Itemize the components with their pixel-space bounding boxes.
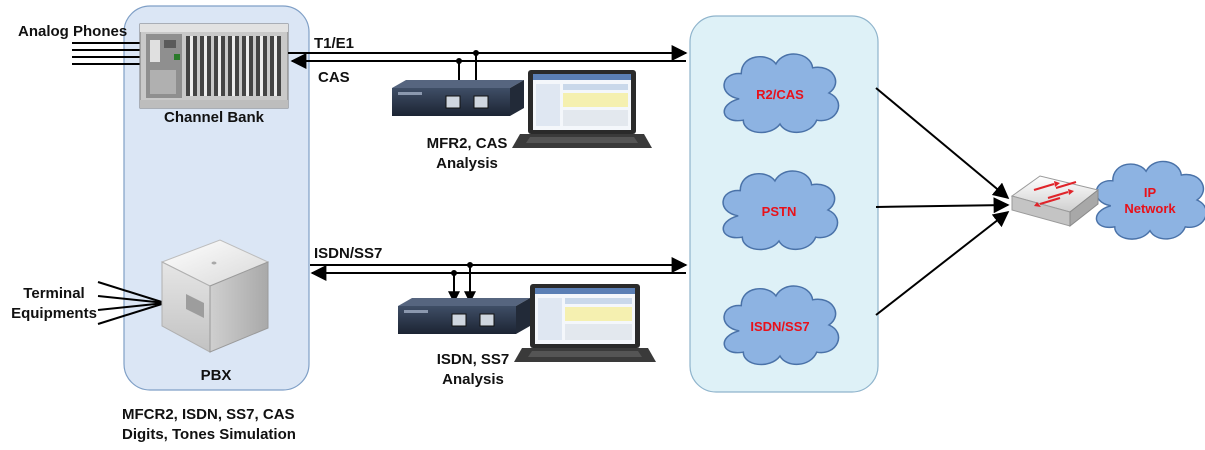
pstn-cloud [722, 170, 839, 251]
analyzer-device-icon [398, 298, 530, 334]
pbx-label: PBX [200, 367, 232, 384]
mfr2-analysis-label-line1: MFR2, CAS [426, 135, 508, 152]
analog-phone-lines [72, 42, 150, 65]
isdn-ss7-link-label: ISDN/SS7 [314, 245, 383, 262]
r2cas-to-switch-arrow [875, 87, 1010, 200]
laptop-icon [514, 284, 656, 362]
terminal-label-line2: Equipments [11, 305, 97, 322]
pbx-icon [160, 239, 270, 353]
cas-label: CAS [318, 69, 350, 86]
isdn-ss7-cloud [723, 285, 840, 366]
pstn-cloud-label: PSTN [761, 204, 797, 219]
r2cas-cloud-label: R2/CAS [756, 87, 804, 102]
channel-bank-label: Channel Bank [163, 109, 265, 126]
pstn-to-switch-arrow [875, 197, 1010, 214]
isdn-ss7-cloud-label: ISDN/SS7 [750, 319, 810, 334]
t1e1-label: T1/E1 [314, 35, 355, 52]
channel-bank-icon [139, 23, 289, 109]
r2cas-cloud [723, 53, 840, 134]
ip-cloud-label-line1: IP [1143, 185, 1157, 200]
isdn-analysis-label-line2: Analysis [442, 371, 504, 388]
ip-network-cloud [1095, 160, 1205, 240]
simulation-label-line1: MFCR2, ISDN, SS7, CAS [122, 406, 295, 423]
terminal-label-line1: Terminal [23, 285, 85, 302]
terminal-lines [97, 281, 166, 325]
isdn-analysis-label-line1: ISDN, SS7 [436, 351, 510, 368]
mfr2-analysis-label-line2: Analysis [436, 155, 498, 172]
switch-icon [1010, 175, 1100, 228]
analyzer-device-icon [392, 80, 524, 116]
analog-phones-label: Analog Phones [18, 23, 128, 40]
laptop-icon [512, 70, 652, 148]
ip-cloud-label-line2: Network [1124, 201, 1176, 216]
isdn-ss7-to-switch-arrow [875, 211, 1010, 316]
simulation-label-line2: Digits, Tones Simulation [122, 426, 296, 443]
